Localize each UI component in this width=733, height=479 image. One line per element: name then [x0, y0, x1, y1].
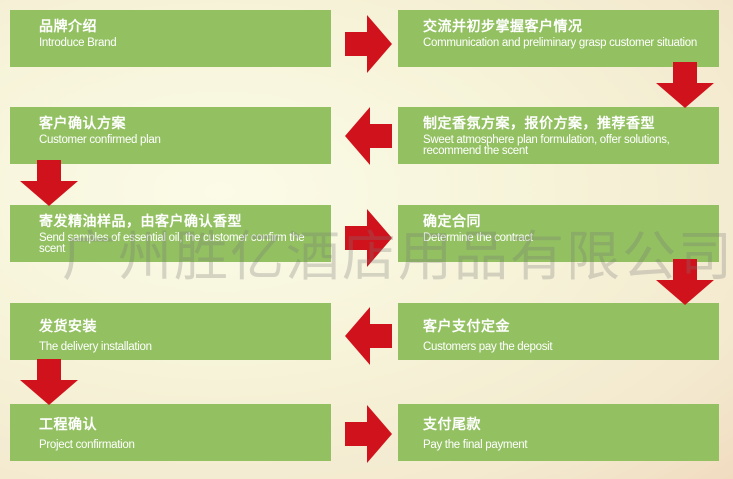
step-subtitle: Customer confirmed plan	[39, 134, 161, 146]
arrow-left-icon	[345, 307, 392, 365]
arrow-right-icon	[345, 209, 392, 267]
arrow-down-icon	[656, 62, 714, 108]
step-title: 客户支付定金	[423, 318, 510, 334]
arrow-down-icon	[20, 359, 78, 405]
step-2-box: 交流并初步掌握客户情况 Communication and preliminar…	[398, 10, 719, 67]
step-title: 发货安装	[39, 318, 97, 334]
arrow-down-icon	[20, 160, 78, 206]
step-title: 支付尾款	[423, 416, 481, 432]
step-title: 工程确认	[39, 416, 97, 432]
arrow-down-icon	[656, 259, 714, 305]
step-title: 寄发精油样品，由客户确认香型	[39, 213, 242, 229]
step-subtitle: Customers pay the deposit	[423, 341, 553, 353]
arrow-right-icon	[345, 15, 392, 73]
step-8-box: 发货安装 The delivery installation	[10, 303, 331, 360]
step-subtitle: Send samples of essential oil, the custo…	[39, 232, 305, 255]
step-title: 交流并初步掌握客户情况	[423, 18, 583, 34]
step-subtitle: Determine the contract	[423, 232, 533, 244]
arrow-left-icon	[345, 107, 392, 165]
step-7-box: 客户支付定金 Customers pay the deposit	[398, 303, 719, 360]
step-title: 确定合同	[423, 213, 481, 229]
step-1-box: 品牌介绍 Introduce Brand	[10, 10, 331, 67]
step-subtitle: Communication and preliminary grasp cust…	[423, 37, 697, 49]
step-6-box: 确定合同 Determine the contract	[398, 205, 719, 262]
step-subtitle: Sweet atmosphere plan formulation, offer…	[423, 134, 670, 157]
step-title: 客户确认方案	[39, 115, 126, 131]
step-title: 制定香氛方案，报价方案，推荐香型	[423, 115, 655, 131]
step-subtitle: The delivery installation	[39, 341, 152, 353]
arrow-right-icon	[345, 405, 392, 463]
step-5-box: 寄发精油样品，由客户确认香型 Send samples of essential…	[10, 205, 331, 262]
step-title: 品牌介绍	[39, 18, 97, 34]
step-10-box: 支付尾款 Pay the final payment	[398, 404, 719, 461]
step-subtitle: Project confirmation	[39, 439, 135, 451]
step-3-box: 制定香氛方案，报价方案，推荐香型 Sweet atmosphere plan f…	[398, 107, 719, 164]
step-9-box: 工程确认 Project confirmation	[10, 404, 331, 461]
step-subtitle: Introduce Brand	[39, 37, 117, 49]
step-subtitle: Pay the final payment	[423, 439, 528, 451]
step-4-box: 客户确认方案 Customer confirmed plan	[10, 107, 331, 164]
